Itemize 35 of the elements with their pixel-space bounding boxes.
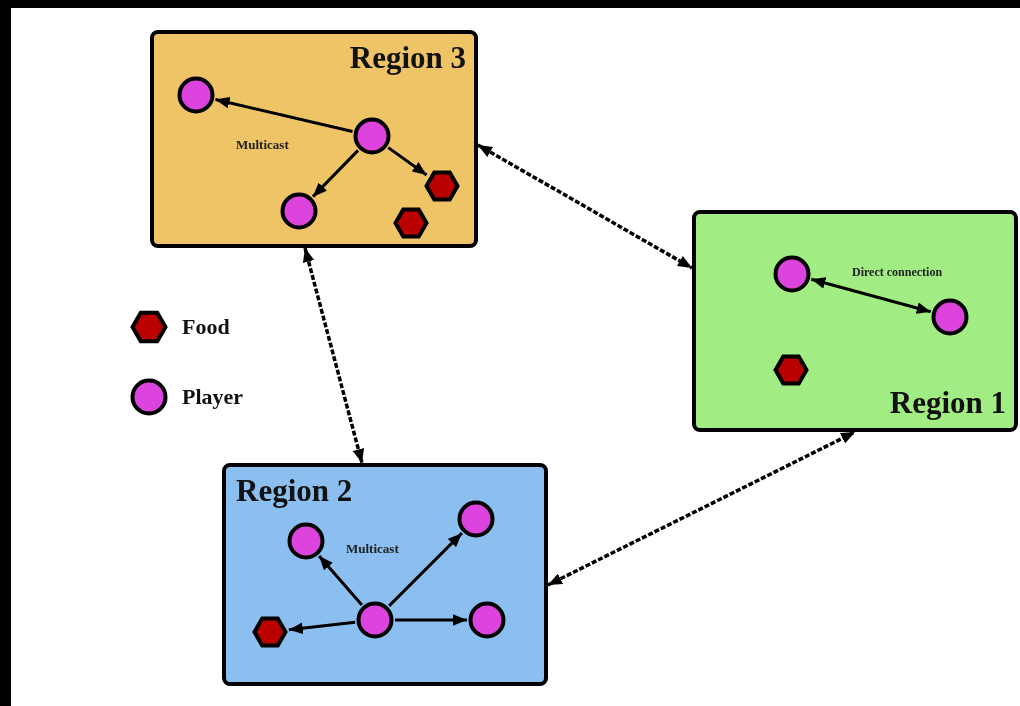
arrow [311,149,360,198]
region-heading: Region 1 [889,387,1006,418]
legend-label: Food [182,314,230,340]
food-token [393,205,429,241]
arrow [387,146,428,177]
arrow [395,614,467,626]
player-token [773,255,811,293]
player-token [177,76,215,114]
dashed-arrow [477,143,693,270]
region-heading: Region 2 [236,475,353,506]
arrow [388,532,463,607]
dashed-arrow [547,430,856,587]
region-box [222,463,548,686]
legend-label: Player [182,384,244,410]
arrow [288,620,356,635]
player-token [457,500,495,538]
player-token [287,522,325,560]
food-token [773,352,809,388]
player-token [353,117,391,155]
dashed-arrow [302,247,365,464]
player-token [468,601,506,639]
connection-label: Direct connection [852,266,943,278]
player-token [356,601,394,639]
player-token [280,192,318,230]
food-token [424,168,460,204]
arrow [810,277,932,314]
arrow [215,97,353,133]
player-token [931,298,969,336]
connection-label: Multicast [236,138,289,151]
region-heading: Region 3 [349,42,466,73]
region-box [692,210,1018,432]
arrow [318,555,363,606]
connection-label: Multicast [346,542,399,555]
food-token [252,614,288,650]
region-box [150,30,478,248]
